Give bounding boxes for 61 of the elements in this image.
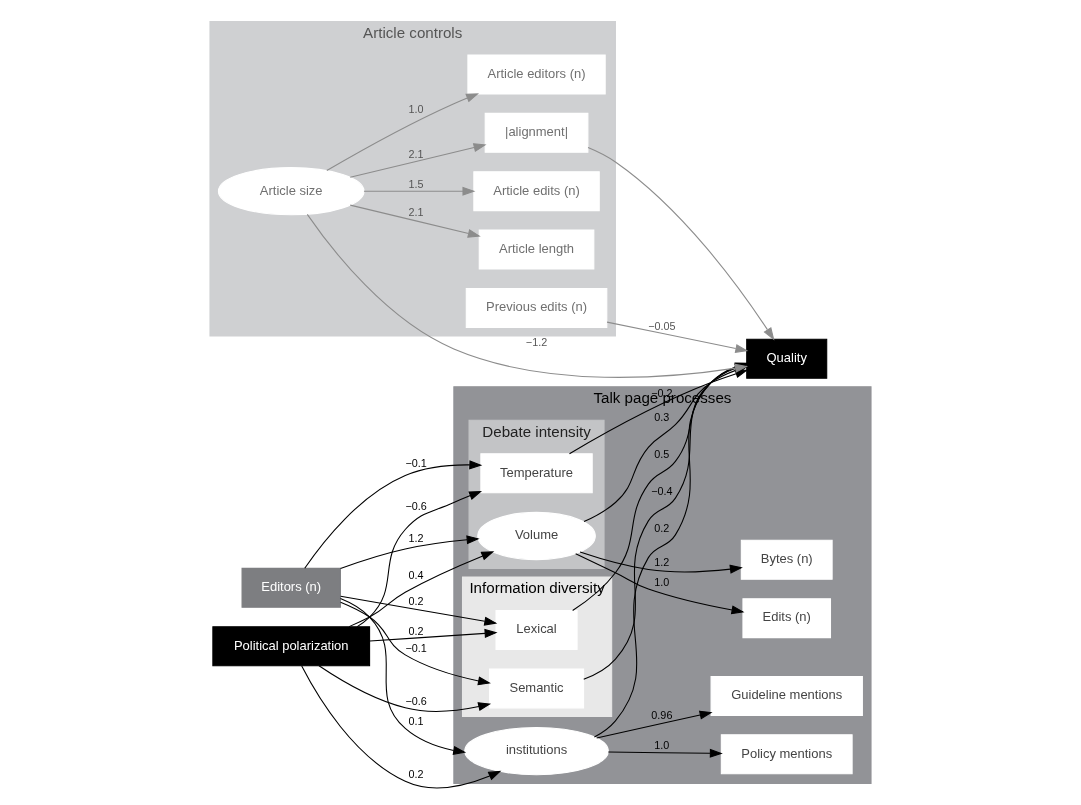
node-box: Guideline mentions [710,675,863,716]
edge-label: −1.2 [525,335,548,348]
arrow [340,595,498,626]
edge-label: 1.2 [654,556,670,569]
arrow [339,535,480,570]
edge-label: 0.5 [654,448,670,461]
node-ellipse: Article size [217,167,365,216]
edge-label: −0.05 [648,319,676,332]
edge-label: −0.6 [405,500,427,513]
edge-label: 0.2 [408,595,424,608]
arrow [363,186,476,196]
node-box: Article editors (n) [467,54,606,95]
node-box: Semantic [488,668,585,709]
arrow [369,628,498,642]
node-box: Previous edits (n) [465,287,608,328]
edge-label: 1.2 [408,532,424,545]
edge-label: 0.3 [654,411,670,424]
edge-label: 1.5 [408,177,424,190]
node-ellipse: institutions [464,726,609,776]
edge-label: −0.1 [405,456,427,469]
node-box: Editors (n) [241,567,341,608]
arrow [318,665,492,712]
node-box: Lexical [495,610,578,650]
node-box: |alignment| [484,112,589,153]
edge-label: 0.2 [654,521,670,534]
edge-label: −0.6 [405,694,427,707]
edge-label: 1.0 [408,103,424,116]
arrow [339,597,467,755]
edge-label: 0.4 [408,569,424,582]
edge-label: 1.0 [654,738,670,751]
edge-label: 2.1 [408,147,424,160]
arrow [301,665,502,789]
arrow [356,490,483,628]
arrow [348,551,495,628]
arrow [606,321,749,353]
node-box: Temperature [480,453,593,494]
edge-label: 0.2 [408,768,424,781]
arrow [607,748,723,758]
arrow [349,143,487,178]
edge-label: 0.2 [408,625,424,638]
arrow [579,551,743,574]
node-box: Article length [478,229,595,270]
edge-label: 0.96 [651,708,673,721]
arrow [340,601,491,686]
arrow [587,147,775,341]
arrow [596,710,713,739]
arrow [304,460,483,569]
node-box: Bytes (n) [740,539,833,580]
node-box: Edits (n) [742,598,832,639]
edge-label: 1.0 [654,575,670,588]
arrow [326,93,480,171]
edge-label: 0.1 [408,715,424,728]
node-box: Policy mentions [720,734,853,775]
edge-label: −0.1 [405,641,427,654]
node-box: Article edits (n) [473,171,600,212]
node-box: Political polarization [212,626,371,667]
node-box: Quality [746,338,828,379]
edge-label: 2.1 [408,206,424,219]
edge-label: −0.4 [651,484,673,497]
arrow [575,553,745,615]
arrow [349,204,481,238]
